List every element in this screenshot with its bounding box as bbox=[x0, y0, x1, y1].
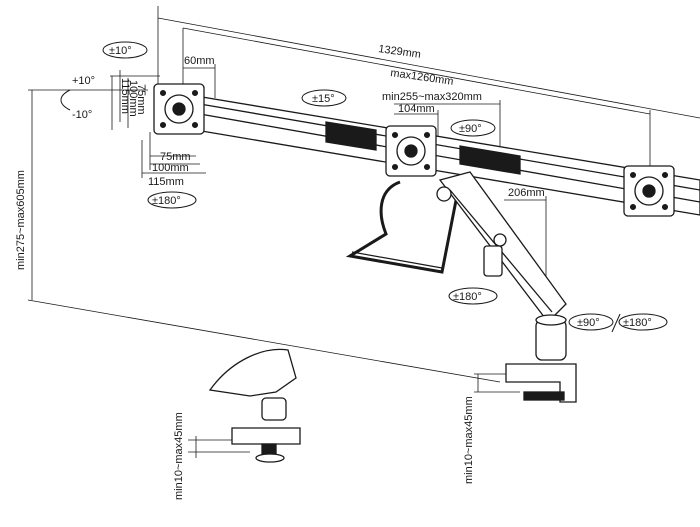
mount-pole bbox=[535, 319, 567, 361]
elbow-joint bbox=[483, 245, 503, 277]
crossbar-rail bbox=[199, 103, 700, 191]
elbow-rotate-label: ±180° bbox=[453, 291, 482, 303]
support-bracket bbox=[345, 179, 462, 274]
arc-head-swivel bbox=[102, 41, 148, 59]
vesa-75-h-label: 75mm bbox=[160, 151, 191, 163]
tilt-down-label: -10° bbox=[72, 109, 92, 121]
head-rotate-label: ±180° bbox=[152, 195, 181, 207]
head-swivel-label: ±10° bbox=[109, 45, 132, 57]
vesa-head-center bbox=[385, 125, 437, 177]
height-range-label: min275~max605mm bbox=[15, 170, 27, 270]
center-swivel-label: ±90° bbox=[459, 123, 482, 135]
dimension-lines bbox=[27, 6, 700, 458]
base-swivel-90-label: ±90° bbox=[577, 317, 600, 329]
arm-104-label: 104mm bbox=[398, 103, 435, 115]
desk-thickness-main-label: min10~max45mm bbox=[463, 396, 475, 484]
tilt-up-label: +10° bbox=[72, 75, 95, 87]
arc-head-rotate bbox=[147, 191, 197, 209]
arc-base-90 bbox=[568, 313, 614, 331]
arm-206-label: 206mm bbox=[508, 187, 545, 199]
bar-tilt-label: ±15° bbox=[312, 93, 335, 105]
vesa-115-h-label: 115mm bbox=[148, 176, 184, 188]
bar-max-width-label: max1260mm bbox=[390, 67, 455, 88]
arc-tilt bbox=[60, 89, 71, 111]
arm-reach-label: min255~max320mm bbox=[382, 91, 482, 103]
bar-joint-right bbox=[459, 145, 521, 175]
vesa-115-v-label: 115mm bbox=[119, 78, 131, 114]
grommet-inset bbox=[208, 348, 301, 463]
vesa-75-v-label: 75mm bbox=[135, 84, 147, 115]
arc-center-swivel bbox=[450, 119, 496, 137]
overall-width-label: 1329mm bbox=[378, 43, 422, 61]
vesa-head-left bbox=[153, 83, 205, 135]
arc-elbow-rotate bbox=[448, 287, 498, 305]
gas-spring-arm bbox=[438, 171, 567, 323]
desk-clamp bbox=[505, 363, 577, 403]
desk-thickness-grommet-label: min10~max45mm bbox=[173, 412, 185, 500]
arc-bar-tilt bbox=[301, 89, 347, 107]
vesa-100-h-label: 100mm bbox=[152, 162, 189, 174]
hole-offset-label: 60mm bbox=[184, 55, 215, 67]
base-swivel-180-label: ±180° bbox=[623, 317, 652, 329]
mount-illustration bbox=[153, 83, 700, 403]
rotation-arcs bbox=[60, 41, 668, 333]
vesa-head-right bbox=[623, 165, 675, 217]
arc-base-180 bbox=[618, 313, 668, 331]
bar-joint-left bbox=[325, 121, 377, 151]
vesa-100-v-label: 100mm bbox=[127, 80, 139, 117]
